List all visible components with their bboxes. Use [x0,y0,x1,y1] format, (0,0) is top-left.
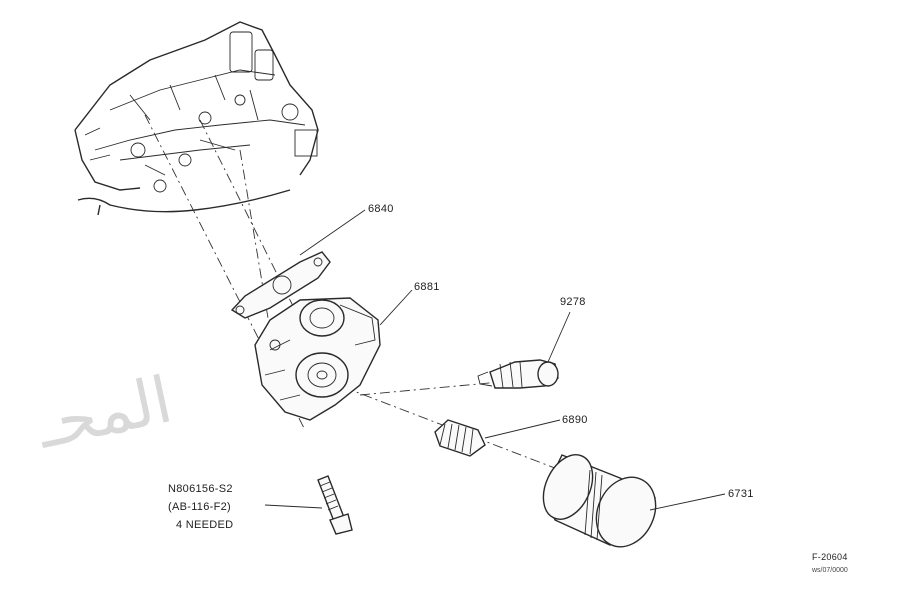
sender-centerline [359,381,501,396]
leader-6840 [299,209,366,256]
oil-filter-adapter-6881 [254,297,381,421]
label-6890: 6890 [562,414,588,426]
leader-6890 [484,419,561,439]
label-6840: 6840 [368,203,394,215]
leader-6731 [649,493,726,511]
oil-pressure-sender-9278 [477,359,559,389]
connector-6890 [434,419,486,457]
leader-9278 [547,311,571,363]
label-bolt-qty: 4 NEEDED [176,519,233,531]
bolt-n806156 [317,475,353,535]
leader-6881 [379,289,413,326]
engine-block [74,21,319,216]
label-6731: 6731 [728,488,754,500]
gasket-6840 [230,251,331,319]
label-bolt-code: (AB-116-F2) [168,501,231,513]
label-bolt-part: N806156-S2 [168,483,233,495]
watermark-text: المحـ [31,363,179,464]
oil-filter-6731 [542,454,657,548]
leader-bolt [264,504,323,509]
label-9278: 9278 [560,296,586,308]
figure-code: F-20604 [812,552,848,562]
figure-code-sub: ws/07/0000 [811,567,848,574]
label-6881: 6881 [414,281,440,293]
